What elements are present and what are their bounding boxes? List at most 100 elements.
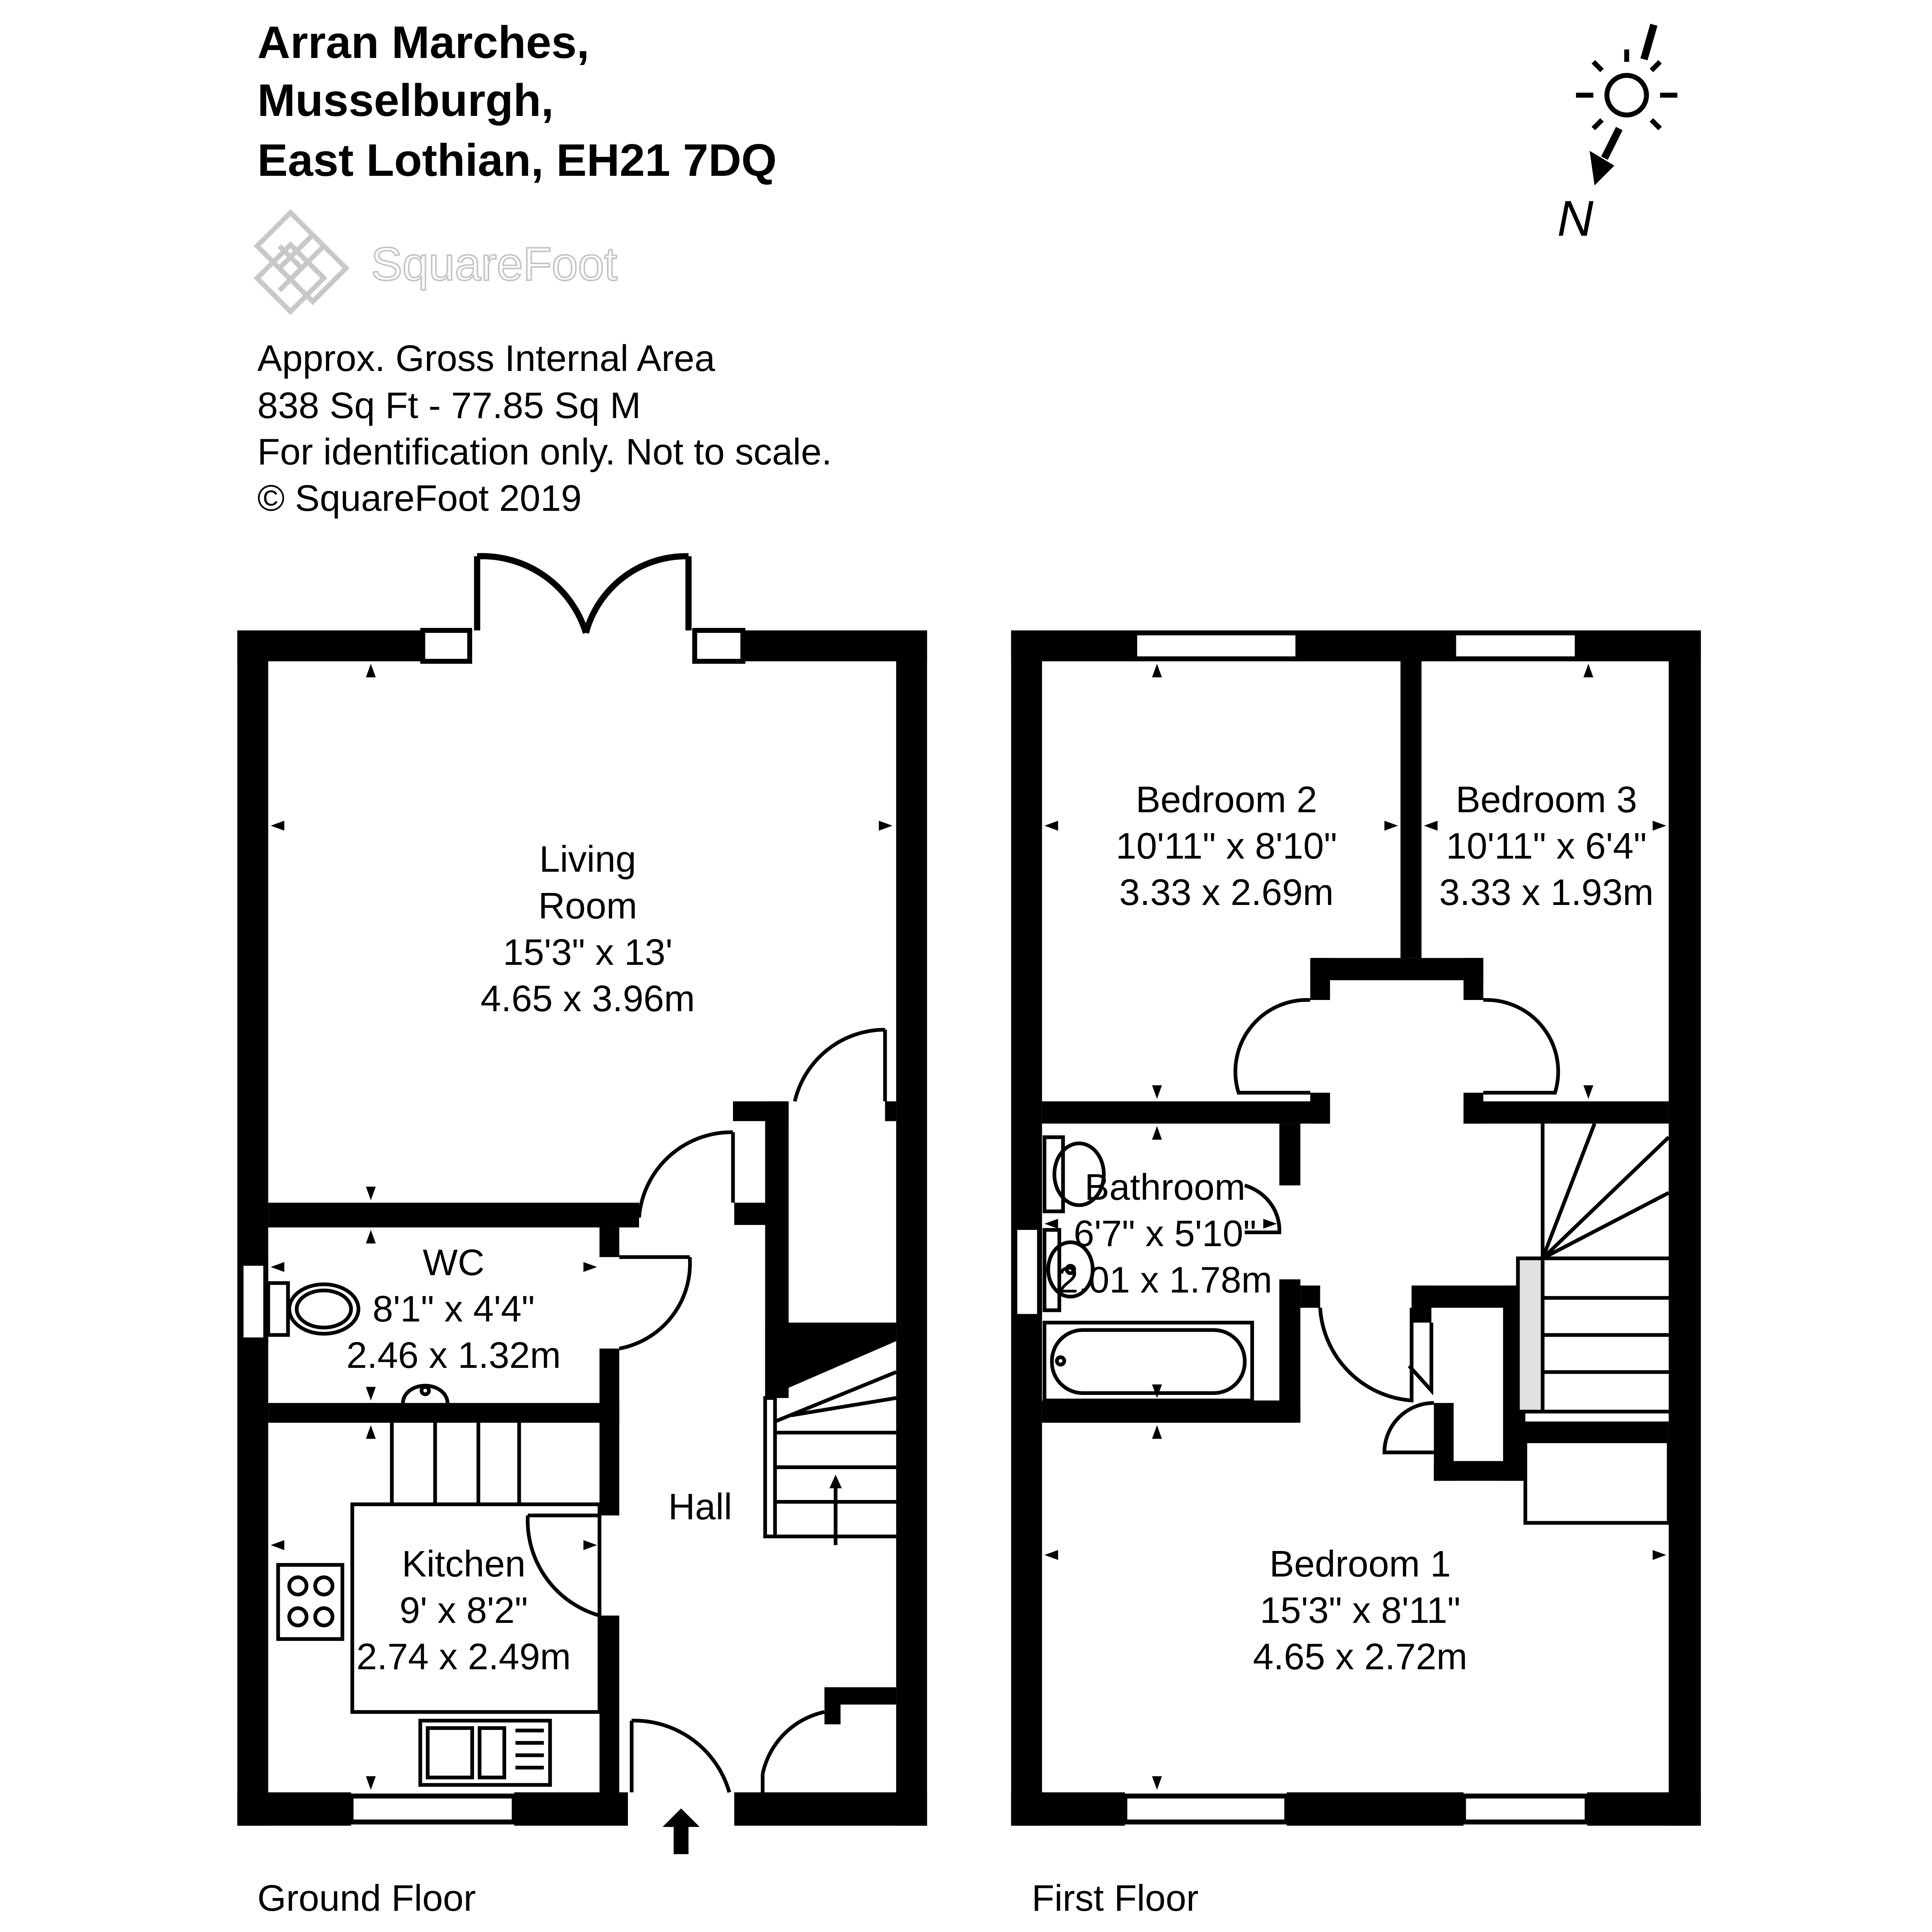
area-info-line-4: © SquareFoot 2019 (257, 478, 582, 519)
bedroom1-metric: 4.65 x 2.72m (1253, 1636, 1468, 1677)
ff-wall-cupboard-left-top (1412, 1285, 1432, 1323)
gf-wall-cupboard-top (733, 1101, 789, 1121)
gf-wall-bottom-a (237, 1792, 351, 1826)
gf-kitchen-fixtures (276, 1423, 602, 1787)
gf-wall-kitchen-right (599, 1616, 619, 1793)
ff-wall-top-c (1577, 630, 1701, 662)
gf-wall-right (896, 630, 927, 1826)
ff-window-bedroom3 (1451, 630, 1580, 662)
ff-wall-bath-right-bottom (1279, 1279, 1301, 1423)
ground-floor-plan (237, 553, 927, 1854)
gf-doors (526, 1027, 887, 1793)
ff-wall-landing-right (1463, 958, 1483, 1000)
ff-window-bathroom (1012, 1225, 1042, 1319)
gf-stair-arrow-icon (829, 1475, 842, 1488)
area-info-line-3: For identification only. Not to scale. (257, 431, 832, 473)
gf-wall-wc-right-top (599, 1227, 619, 1257)
logo-text: SquareFoot (371, 238, 617, 290)
squarefoot-logo-icon (253, 209, 350, 315)
ff-wall-bath-right-top (1279, 1123, 1301, 1185)
ff-wall-bottom-a (1011, 1792, 1125, 1826)
bedroom3-name: Bedroom 3 (1456, 779, 1637, 820)
living-room-imperial: 15'3" x 13' (503, 932, 672, 973)
compass-label: N (1557, 190, 1594, 247)
gf-wall-cupboard2-side (824, 1687, 841, 1725)
floor-labels: Ground Floor First Floor (257, 1878, 1199, 1919)
ff-wall-stair-bottom (1525, 1421, 1669, 1442)
living-room-metric: 4.65 x 3.96m (481, 978, 695, 1019)
gf-french-doors (474, 553, 692, 634)
ff-wall-top-b (1298, 630, 1454, 662)
gf-wall-top-a (237, 630, 423, 662)
room-labels: Living Room 15'3" x 13' 4.65 x 3.96m WC … (347, 779, 1654, 1677)
area-info-line-1: Approx. Gross Internal Area (257, 338, 715, 379)
area-info-line-2: 838 Sq Ft - 77.85 Sq M (257, 385, 641, 426)
bedroom2-metric: 3.33 x 2.69m (1119, 872, 1334, 913)
bathroom-name: Bathroom (1085, 1167, 1245, 1208)
gf-wall-cupboard-stub (885, 1101, 896, 1121)
bedroom3-metric: 3.33 x 1.93m (1439, 872, 1654, 913)
gf-staircase (763, 1370, 897, 1545)
address-line-3: East Lothian, EH21 7DQ (257, 135, 777, 186)
address-line-1: Arran Marches, (257, 17, 589, 68)
ff-doors (1233, 998, 1671, 1525)
ff-wall-bed2-bed3 (1400, 661, 1422, 958)
entrance-arrow-icon (662, 1808, 700, 1854)
ff-wall-bed2-bottom (1042, 1101, 1330, 1124)
ff-wall-bath-bottom (1042, 1400, 1301, 1423)
area-info: Approx. Gross Internal Area 838 Sq Ft - … (257, 338, 832, 519)
gf-wall-left (237, 630, 269, 1826)
gf-window-kitchen (349, 1793, 517, 1825)
bedroom1-name: Bedroom 1 (1269, 1543, 1451, 1585)
compass-label-group: N (1557, 190, 1594, 247)
bedroom1-imperial: 15'3" x 8'11" (1260, 1590, 1460, 1631)
gf-wall-top-b (743, 630, 927, 662)
sun-compass-icon (1576, 24, 1678, 160)
ff-window-bedroom1-b (1461, 1793, 1590, 1825)
first-floor-label: First Floor (1032, 1878, 1199, 1919)
ff-wall-landing-top (1310, 958, 1483, 980)
ff-staircase (1516, 1123, 1670, 1414)
ff-wall-cupboard-left-bottom (1434, 1403, 1454, 1481)
living-room-name-1: Living (539, 838, 636, 880)
bathroom-imperial: 6'7" x 5'10" (1073, 1213, 1256, 1254)
bedroom2-imperial: 10'11" x 8'10" (1116, 825, 1337, 867)
ff-wall-bath-stub (1300, 1285, 1320, 1308)
ff-wall-bottom-c (1587, 1792, 1701, 1826)
north-arrow-icon (1589, 151, 1614, 185)
bedroom2-name: Bedroom 2 (1136, 779, 1317, 820)
gf-window-top-right (692, 628, 745, 664)
ff-bathroom-fixtures (1043, 1135, 1254, 1403)
ff-wall-bed2-door-stub (1310, 1092, 1330, 1124)
wc-imperial: 8'1" x 4'4" (372, 1288, 535, 1330)
ff-window-bedroom2 (1132, 630, 1301, 662)
gf-wall-stair-slope (765, 1322, 896, 1398)
ff-dimension-ticks (1044, 663, 1667, 1790)
gf-window-top-left (420, 628, 473, 664)
kitchen-metric: 2.74 x 2.49m (357, 1636, 571, 1677)
gf-wall-wc-right-bottom (599, 1349, 619, 1515)
ff-wall-bed3-bottom (1463, 1101, 1669, 1124)
bathroom-metric: 2.01 x 1.78m (1058, 1259, 1272, 1301)
gf-window-wc (238, 1260, 269, 1343)
wc-name: WC (423, 1242, 485, 1283)
gf-toilet-icon (294, 1288, 353, 1330)
ground-floor-label: Ground Floor (257, 1878, 476, 1919)
ff-window-bedroom1-a (1122, 1793, 1289, 1825)
kitchen-imperial: 9' x 8'2" (400, 1590, 528, 1631)
ff-wall-right (1668, 630, 1701, 1826)
living-room-name-2: Room (538, 885, 637, 927)
hall-name: Hall (668, 1486, 732, 1527)
ff-wall-bottom-b (1287, 1792, 1464, 1826)
address-block: Arran Marches, Musselburgh, East Lothian… (257, 17, 777, 186)
logo-text-group: SquareFoot (370, 237, 618, 291)
gf-wall-living-bottom (268, 1202, 639, 1228)
gf-wall-wc-kitchen (268, 1403, 619, 1423)
kitchen-name: Kitchen (402, 1543, 526, 1585)
bedroom3-imperial: 10'11" x 6'4" (1446, 825, 1646, 867)
gf-wall-bottom-c (734, 1792, 927, 1826)
wc-metric: 2.46 x 1.32m (347, 1335, 561, 1376)
gf-wall-bottom-b (514, 1792, 628, 1826)
ff-wall-landing-left (1310, 958, 1330, 1000)
